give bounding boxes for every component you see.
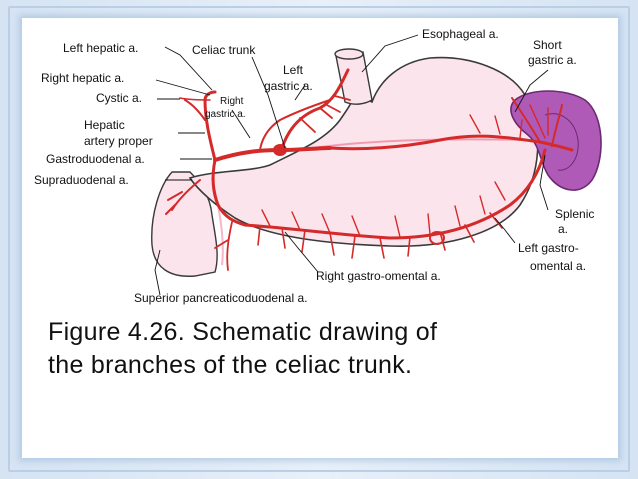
label-cystic: Cystic a.	[96, 91, 142, 105]
omental-loop	[429, 231, 445, 245]
label-celiac-trunk: Celiac trunk	[192, 43, 256, 57]
celiac-trunk-knot	[273, 144, 287, 156]
spleen	[510, 90, 602, 191]
figure-caption: Figure 4.26. Schematic drawing of the br…	[48, 316, 608, 382]
label-short-gastric-1: Short	[533, 38, 562, 52]
esophagus	[335, 51, 373, 105]
label-left-hepatic: Left hepatic a.	[63, 41, 138, 55]
label-gastroduodenal: Gastroduodenal a.	[46, 152, 145, 166]
label-right-gastric-1: Right	[220, 96, 244, 107]
leader-lines	[154, 34, 549, 296]
label-splenic-2: a.	[558, 222, 568, 236]
label-esophageal: Esophageal a.	[422, 27, 499, 41]
label-sup-pancreaticoduodenal: Superior pancreaticoduodenal a.	[134, 291, 307, 305]
label-supraduodenal: Supraduodenal a.	[34, 173, 129, 187]
label-right-gastric-2: gastric a.	[205, 109, 246, 120]
label-left-gastroomental-2: omental a.	[530, 259, 586, 273]
label-right-hepatic: Right hepatic a.	[41, 71, 124, 85]
label-right-gastroomental: Right gastro-omental a.	[316, 269, 441, 283]
stomach	[188, 56, 539, 247]
label-hepatic-proper-1: Hepatic	[84, 118, 125, 132]
label-left-gastric-1: Left	[283, 63, 304, 77]
label-hepatic-proper-2: artery proper	[84, 134, 153, 148]
caption-line-2: the branches of the celiac trunk.	[48, 351, 413, 379]
arteries	[165, 68, 574, 271]
esophagus-opening	[334, 48, 364, 60]
label-short-gastric-2: gastric a.	[528, 53, 577, 67]
label-left-gastroomental-1: Left gastro-	[518, 241, 579, 255]
label-left-gastric-2: gastric a.	[264, 79, 313, 93]
caption-line-1: Figure 4.26. Schematic drawing of	[48, 318, 438, 346]
label-splenic-1: Splenic	[555, 207, 594, 221]
